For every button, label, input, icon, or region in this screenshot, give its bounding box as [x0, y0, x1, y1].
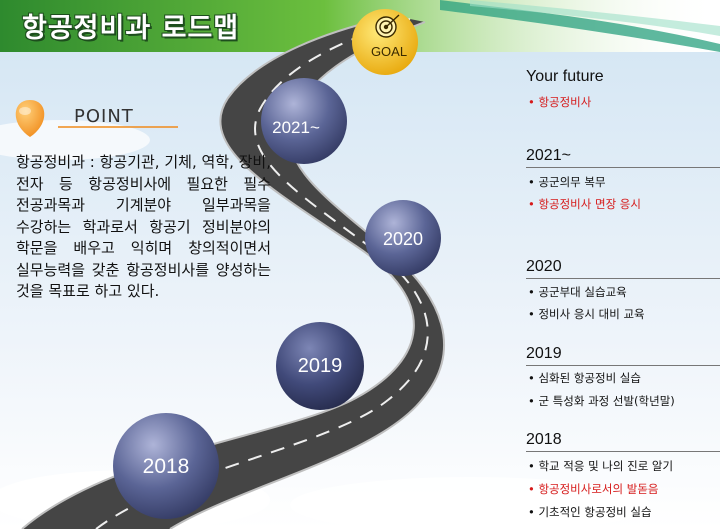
milestone-circle-2019: [276, 322, 364, 410]
section-item: • 정비사 응시 대비 교육: [528, 307, 645, 321]
section-divider: [526, 451, 720, 452]
section-item: • 군 특성화 과정 선발(학년말): [528, 394, 675, 408]
section-item: • 심화된 항공정비 실습: [528, 371, 641, 385]
goal-label: GOAL: [370, 44, 408, 59]
section-divider: [526, 278, 720, 279]
section-title-2020: 2020: [526, 258, 562, 275]
section-divider: [526, 167, 720, 168]
section-item: • 항공정비사 면장 응시: [528, 197, 641, 211]
point-label: POINT: [74, 106, 134, 127]
milestone-circle-2018: [113, 413, 219, 519]
program-description: 항공정비과 : 항공기관, 기체, 역학, 장비, 전자 등 항공정비사에 필요…: [16, 153, 271, 300]
milestone-label-2020: 2020: [382, 229, 424, 249]
milestone-circle-2021: [261, 78, 347, 164]
milestone-label-2019: 2019: [297, 355, 343, 377]
section-item: • 항공정비사: [528, 95, 592, 109]
milestone-circle-2020: [365, 200, 441, 276]
target-icon: [375, 14, 400, 38]
section-title-2021: 2021~: [526, 147, 571, 164]
section-item: • 기초적인 항공정비 실습: [528, 505, 652, 519]
section-item: • 항공정비사로서의 발돋음: [528, 482, 659, 496]
goal-badge: [352, 9, 418, 75]
section-title-2019: 2019: [526, 345, 562, 362]
section-item: • 공군부대 실습교육: [528, 285, 627, 299]
section-divider: [526, 365, 720, 366]
milestone-label-2018: 2018: [142, 455, 190, 478]
road: [22, 16, 445, 529]
section-item: • 학교 적응 및 나의 진로 알기: [528, 459, 674, 473]
point-pin-icon: [15, 100, 45, 137]
section-title-future: Your future: [526, 68, 604, 85]
section-title-2018: 2018: [526, 431, 562, 448]
section-item: • 공군의무 복무: [528, 175, 606, 189]
page-title: 항공정비과 로드맵: [22, 13, 240, 44]
milestone-label-2021: 2021~: [272, 118, 320, 137]
